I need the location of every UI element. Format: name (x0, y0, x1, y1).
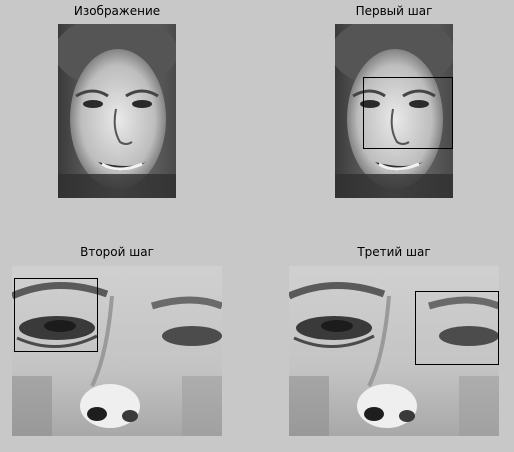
face-crop-second-step (12, 266, 222, 436)
face-image-first-step (335, 24, 453, 198)
panel-title-image: Изображение (73, 4, 161, 18)
panel-title-first-step: Первый шаг (355, 4, 433, 18)
face-image-original (58, 24, 176, 198)
face-crop-third-step (289, 266, 499, 436)
panel-title-third-step: Третий шаг (357, 245, 431, 259)
panel-title-second-step: Второй шаг (80, 245, 154, 259)
